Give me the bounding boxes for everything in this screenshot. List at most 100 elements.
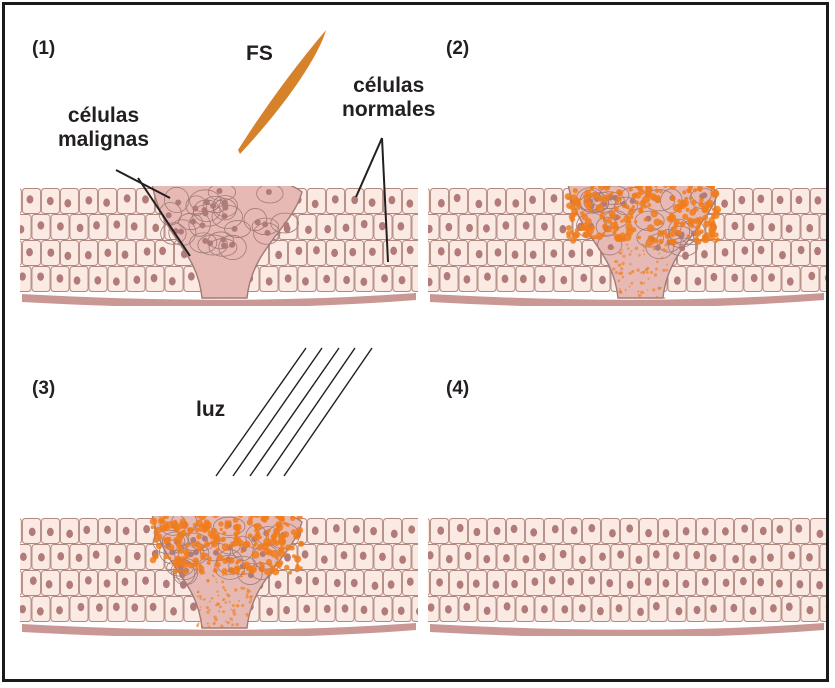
photosensitizer-particle: [573, 231, 580, 238]
photosensitizer-particle: [214, 561, 220, 567]
photosensitizer-particle: [673, 180, 677, 184]
photosensitizer-particle: [230, 609, 232, 611]
cell-nucleus: [426, 278, 433, 286]
cell-nucleus: [710, 604, 717, 612]
photosensitizer-particle: [194, 511, 197, 514]
photosensitizer-particle: [193, 523, 197, 527]
normal-cell: [4, 519, 22, 544]
cell-nucleus: [786, 225, 793, 233]
photosensitizer-particle: [618, 174, 622, 178]
cell-nucleus: [427, 551, 434, 559]
cell-nucleus: [616, 604, 623, 612]
photosensitizer-particle: [159, 509, 164, 514]
cell-nucleus: [275, 581, 282, 589]
cell-nucleus: [334, 579, 341, 587]
photosensitizer-particle: [656, 198, 661, 203]
photosensitizer-particle: [163, 513, 169, 519]
cell-nucleus: [466, 224, 473, 232]
cell-nucleus: [8, 527, 15, 535]
photosensitizer-particle: [222, 610, 225, 613]
normal-cells-label-line1: células: [342, 74, 435, 98]
photosensitizer-particle: [661, 256, 663, 258]
photosensitizer-particle: [658, 253, 660, 255]
photosensitizer-particle: [275, 514, 280, 519]
photosensitizer-particle: [204, 519, 210, 525]
photosensitizer-particle: [247, 519, 253, 525]
cell-nucleus: [511, 580, 518, 588]
photosensitizer-particle: [229, 544, 232, 547]
photosensitizer-particle: [227, 594, 230, 597]
cell-nucleus: [57, 222, 64, 230]
photosensitizer-particle: [199, 609, 201, 611]
cell-nucleus: [723, 579, 730, 587]
photosensitizer-particle: [618, 263, 622, 267]
photosensitizer-particle: [664, 243, 667, 246]
photosensitizer-particle: [616, 178, 620, 182]
cell-nucleus: [341, 551, 348, 559]
photosensitizer-particle: [625, 289, 627, 291]
cell-nucleus: [653, 550, 660, 558]
cell-nucleus: [18, 225, 25, 233]
cell-nucleus: [37, 221, 44, 229]
cell-nucleus: [437, 527, 444, 535]
photosensitizer-particle: [634, 173, 641, 180]
cell-nucleus: [815, 196, 822, 204]
photosensitizer-particle: [670, 196, 675, 201]
photosensitizer-particle: [644, 217, 648, 221]
photosensitizer-particle: [631, 180, 635, 184]
cell-nucleus: [606, 579, 613, 587]
photosensitizer-particle: [582, 174, 586, 178]
photosensitizer-particle: [629, 263, 631, 265]
cell-nucleus: [144, 247, 151, 255]
photosensitizer-particle: [661, 179, 664, 182]
photosensitizer-particle: [150, 557, 156, 563]
photosensitizer-particle: [584, 199, 590, 205]
photosensitizer-particle: [202, 625, 204, 627]
photosensitizer-particle: [652, 288, 655, 291]
photosensitizer-particle: [220, 537, 225, 542]
photosensitizer-particle: [711, 214, 716, 219]
photosensitizer-particle: [239, 543, 242, 546]
photosensitizer-particle: [264, 506, 269, 511]
cell-nucleus: [702, 577, 709, 585]
photosensitizer-particle: [168, 557, 171, 560]
photosensitizer-particle: [168, 544, 175, 551]
photosensitizer-particle: [220, 528, 223, 531]
photosensitizer-particle: [643, 254, 645, 256]
photosensitizer-particle: [634, 220, 637, 223]
photosensitizer-particle: [278, 560, 283, 565]
photosensitizer-particle: [618, 272, 622, 276]
cell-nucleus: [113, 220, 120, 228]
cell-nucleus: [381, 274, 388, 282]
photosensitizer-particle: [609, 174, 614, 179]
cell-nucleus: [751, 274, 758, 282]
photosensitizer-particle: [200, 618, 202, 620]
photosensitizer-particle: [709, 175, 717, 183]
photosensitizer-particle: [181, 521, 189, 529]
photosensitizer-particle: [640, 282, 643, 285]
cell-nucleus: [738, 196, 745, 204]
photosensitizer-particle: [595, 207, 599, 211]
photosensitizer-particle: [692, 182, 695, 185]
cell-nucleus: [446, 555, 453, 563]
cell-nucleus: [457, 524, 464, 532]
cell-nucleus: [379, 222, 386, 230]
photosensitizer-particle: [642, 250, 644, 252]
cell-nucleus: [465, 552, 472, 560]
photosensitizer-particle: [669, 173, 676, 180]
photosensitizer-particle: [638, 254, 641, 257]
cell-nucleus: [484, 273, 491, 281]
photosensitizer-particle: [207, 556, 212, 561]
cell-nucleus: [37, 607, 44, 615]
photosensitizer-particle: [297, 512, 302, 517]
cell-nucleus: [188, 272, 195, 280]
cell-nucleus: [710, 554, 717, 562]
photosensitizer-particle: [605, 183, 610, 188]
cell-nucleus: [750, 555, 757, 563]
photosensitizer-particle: [657, 286, 661, 290]
cell-nucleus: [560, 550, 567, 558]
photosensitizer-particle: [636, 268, 640, 272]
photosensitizer-particle: [291, 529, 297, 535]
cell-nucleus: [381, 607, 388, 615]
cell-nucleus: [104, 526, 111, 534]
